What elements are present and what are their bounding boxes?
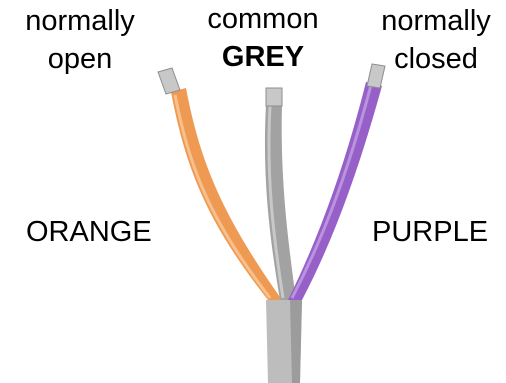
orange-wire-tip xyxy=(157,67,181,95)
grey-wire-tip xyxy=(265,87,283,107)
purple-label: PURPLE xyxy=(372,216,489,248)
normally-open-label-line1: normally xyxy=(25,5,135,37)
normally-closed-label-line2: closed xyxy=(394,43,478,75)
grey-label: GREY xyxy=(221,41,305,73)
purple-wire xyxy=(288,82,382,300)
purple-wire-highlight xyxy=(290,84,373,299)
orange-wire-highlight xyxy=(173,94,272,299)
orange-label: ORANGE xyxy=(26,216,152,248)
grey-wire xyxy=(264,104,296,300)
cable-jacket-shade xyxy=(290,300,302,383)
normally-open-label-line2: open xyxy=(47,43,113,75)
purple-wire-tip xyxy=(366,63,386,89)
common-label: common xyxy=(207,3,319,35)
grey-wire-highlight xyxy=(267,105,285,299)
orange-wire xyxy=(171,88,282,300)
normally-closed-label-line1: normally xyxy=(381,5,491,37)
